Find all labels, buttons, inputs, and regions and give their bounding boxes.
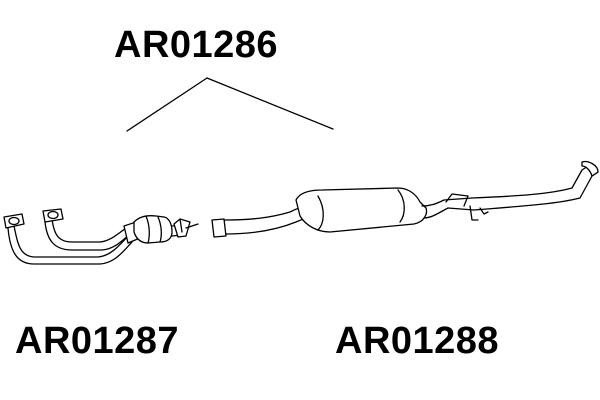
assembly-part-number: AR01286 — [114, 24, 279, 66]
rear-silencer-section — [211, 160, 599, 238]
front-downpipe-section — [3, 208, 199, 265]
assembly-leader-lines — [126, 77, 334, 132]
rear-section-part-number: AR01288 — [335, 320, 500, 362]
manifold-flange-right — [42, 208, 64, 223]
manifold-flange-left — [3, 213, 25, 229]
rear-silencer — [295, 187, 428, 233]
front-section-part-number: AR01287 — [15, 320, 180, 362]
catalytic-converter — [133, 215, 173, 244]
